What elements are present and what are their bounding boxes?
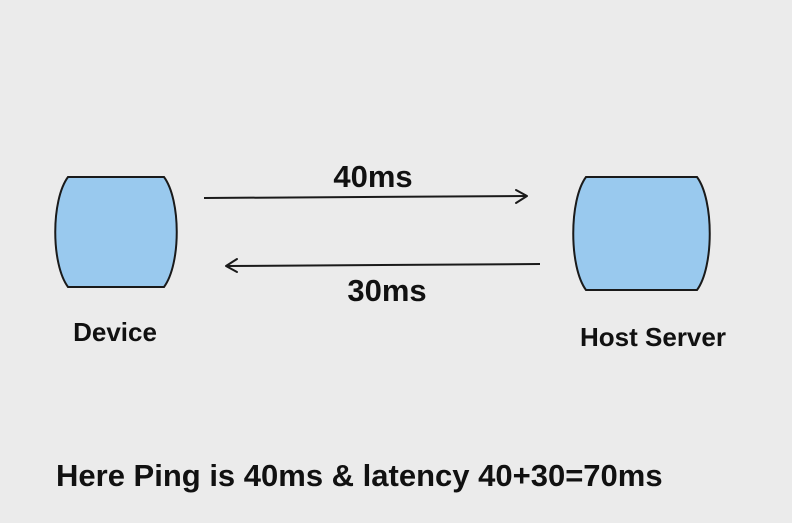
device-node: Device <box>54 176 178 347</box>
device-shape <box>54 176 178 288</box>
request-arrowhead-icon <box>515 189 528 204</box>
request-edge: 40ms <box>203 159 528 204</box>
response-edge: 30ms <box>225 258 541 308</box>
request-latency-label: 40ms <box>333 159 412 194</box>
diagram-caption: Here Ping is 40ms & latency 40+30=70ms <box>56 458 663 493</box>
host-server-shape <box>572 176 711 291</box>
response-latency-label: 30ms <box>347 273 426 308</box>
host-server-label: Host Server <box>580 322 726 352</box>
host-server-node: Host Server <box>572 176 726 352</box>
response-arrow-line <box>225 263 541 267</box>
request-arrow-line <box>203 195 528 199</box>
device-label: Device <box>73 317 157 347</box>
response-arrowhead-icon <box>225 258 238 273</box>
